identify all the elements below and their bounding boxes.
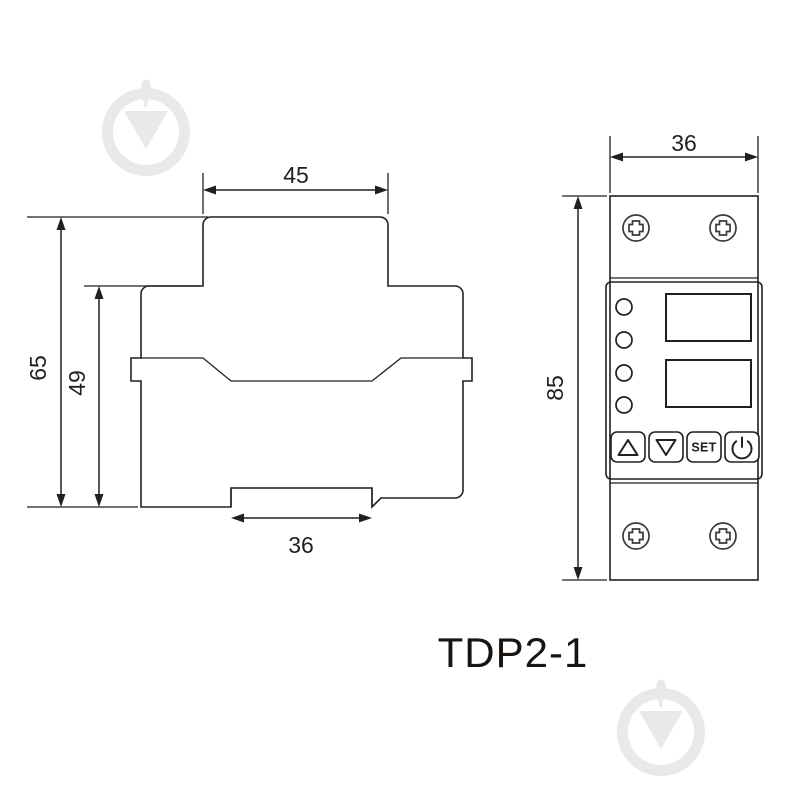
screw-bottom-left bbox=[622, 522, 650, 550]
front-led-group bbox=[615, 298, 633, 414]
button-down[interactable] bbox=[648, 431, 684, 463]
led-1-icon bbox=[615, 298, 633, 316]
dimension-85-label: 85 bbox=[542, 375, 568, 401]
arrowhead-bottom bbox=[573, 567, 583, 580]
dimension-85: 85 bbox=[542, 195, 607, 581]
dimension-45: 45 bbox=[202, 162, 389, 214]
side-mid-chamfer-line bbox=[141, 357, 463, 382]
front-face-view: SET bbox=[542, 130, 763, 581]
watermark-top-left bbox=[101, 79, 190, 177]
arrowhead-left bbox=[231, 513, 244, 523]
display-upper bbox=[665, 293, 752, 342]
arrowhead-top bbox=[56, 217, 66, 230]
dimension-65: 65 bbox=[25, 217, 66, 507]
led-3-icon bbox=[615, 364, 633, 382]
dimension-36-front: 36 bbox=[609, 130, 759, 193]
button-set[interactable]: SET bbox=[686, 431, 722, 463]
front-button-row: SET bbox=[610, 431, 760, 463]
front-bottom-screws bbox=[622, 522, 737, 550]
dimension-45-label: 45 bbox=[283, 162, 309, 188]
screw-bottom-right bbox=[709, 522, 737, 550]
side-bottom-clip-edges bbox=[230, 488, 373, 507]
led-2-icon bbox=[615, 331, 633, 349]
button-up[interactable] bbox=[610, 431, 646, 463]
arrowhead-left bbox=[610, 152, 623, 162]
arrowhead-right bbox=[359, 513, 372, 523]
button-power[interactable] bbox=[724, 431, 760, 463]
dimension-65-label: 65 bbox=[25, 355, 51, 381]
side-profile-view: 45 65 49 bbox=[25, 162, 473, 558]
arrowhead-bottom bbox=[56, 494, 66, 507]
watermark-bottom-right bbox=[616, 679, 705, 776]
screw-top-left bbox=[622, 214, 650, 242]
dimension-36-side-label: 36 bbox=[288, 532, 314, 558]
power-symbol-icon bbox=[731, 436, 753, 460]
front-faceplate-panel bbox=[605, 281, 763, 480]
display-lower bbox=[665, 359, 752, 408]
dimension-49-label: 49 bbox=[64, 370, 90, 396]
led-4-icon bbox=[615, 396, 633, 414]
model-label: TDP2-1 bbox=[438, 629, 589, 676]
triangle-up-icon bbox=[617, 439, 639, 456]
button-set-label: SET bbox=[691, 440, 716, 454]
arrowhead-top bbox=[94, 286, 104, 299]
arrowhead-right bbox=[375, 185, 388, 195]
dimension-36-front-label: 36 bbox=[671, 130, 697, 156]
arrowhead-left bbox=[203, 185, 216, 195]
arrowhead-bottom bbox=[94, 494, 104, 507]
dimension-49: 49 bbox=[64, 286, 104, 507]
arrowhead-right bbox=[745, 152, 758, 162]
arrowhead-top bbox=[573, 196, 583, 209]
screw-top-right bbox=[709, 214, 737, 242]
dimension-36-side: 36 bbox=[231, 513, 372, 558]
triangle-down-icon bbox=[655, 439, 677, 456]
front-housing-outline bbox=[609, 195, 759, 581]
front-top-screws bbox=[622, 214, 737, 242]
